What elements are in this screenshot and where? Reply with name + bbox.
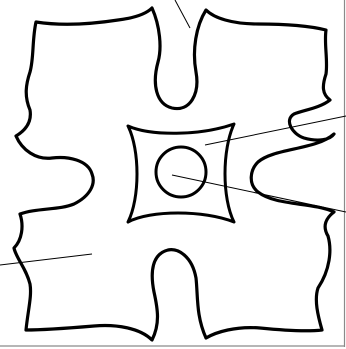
center-circle — [156, 147, 206, 197]
leader-line-top — [175, 0, 190, 28]
